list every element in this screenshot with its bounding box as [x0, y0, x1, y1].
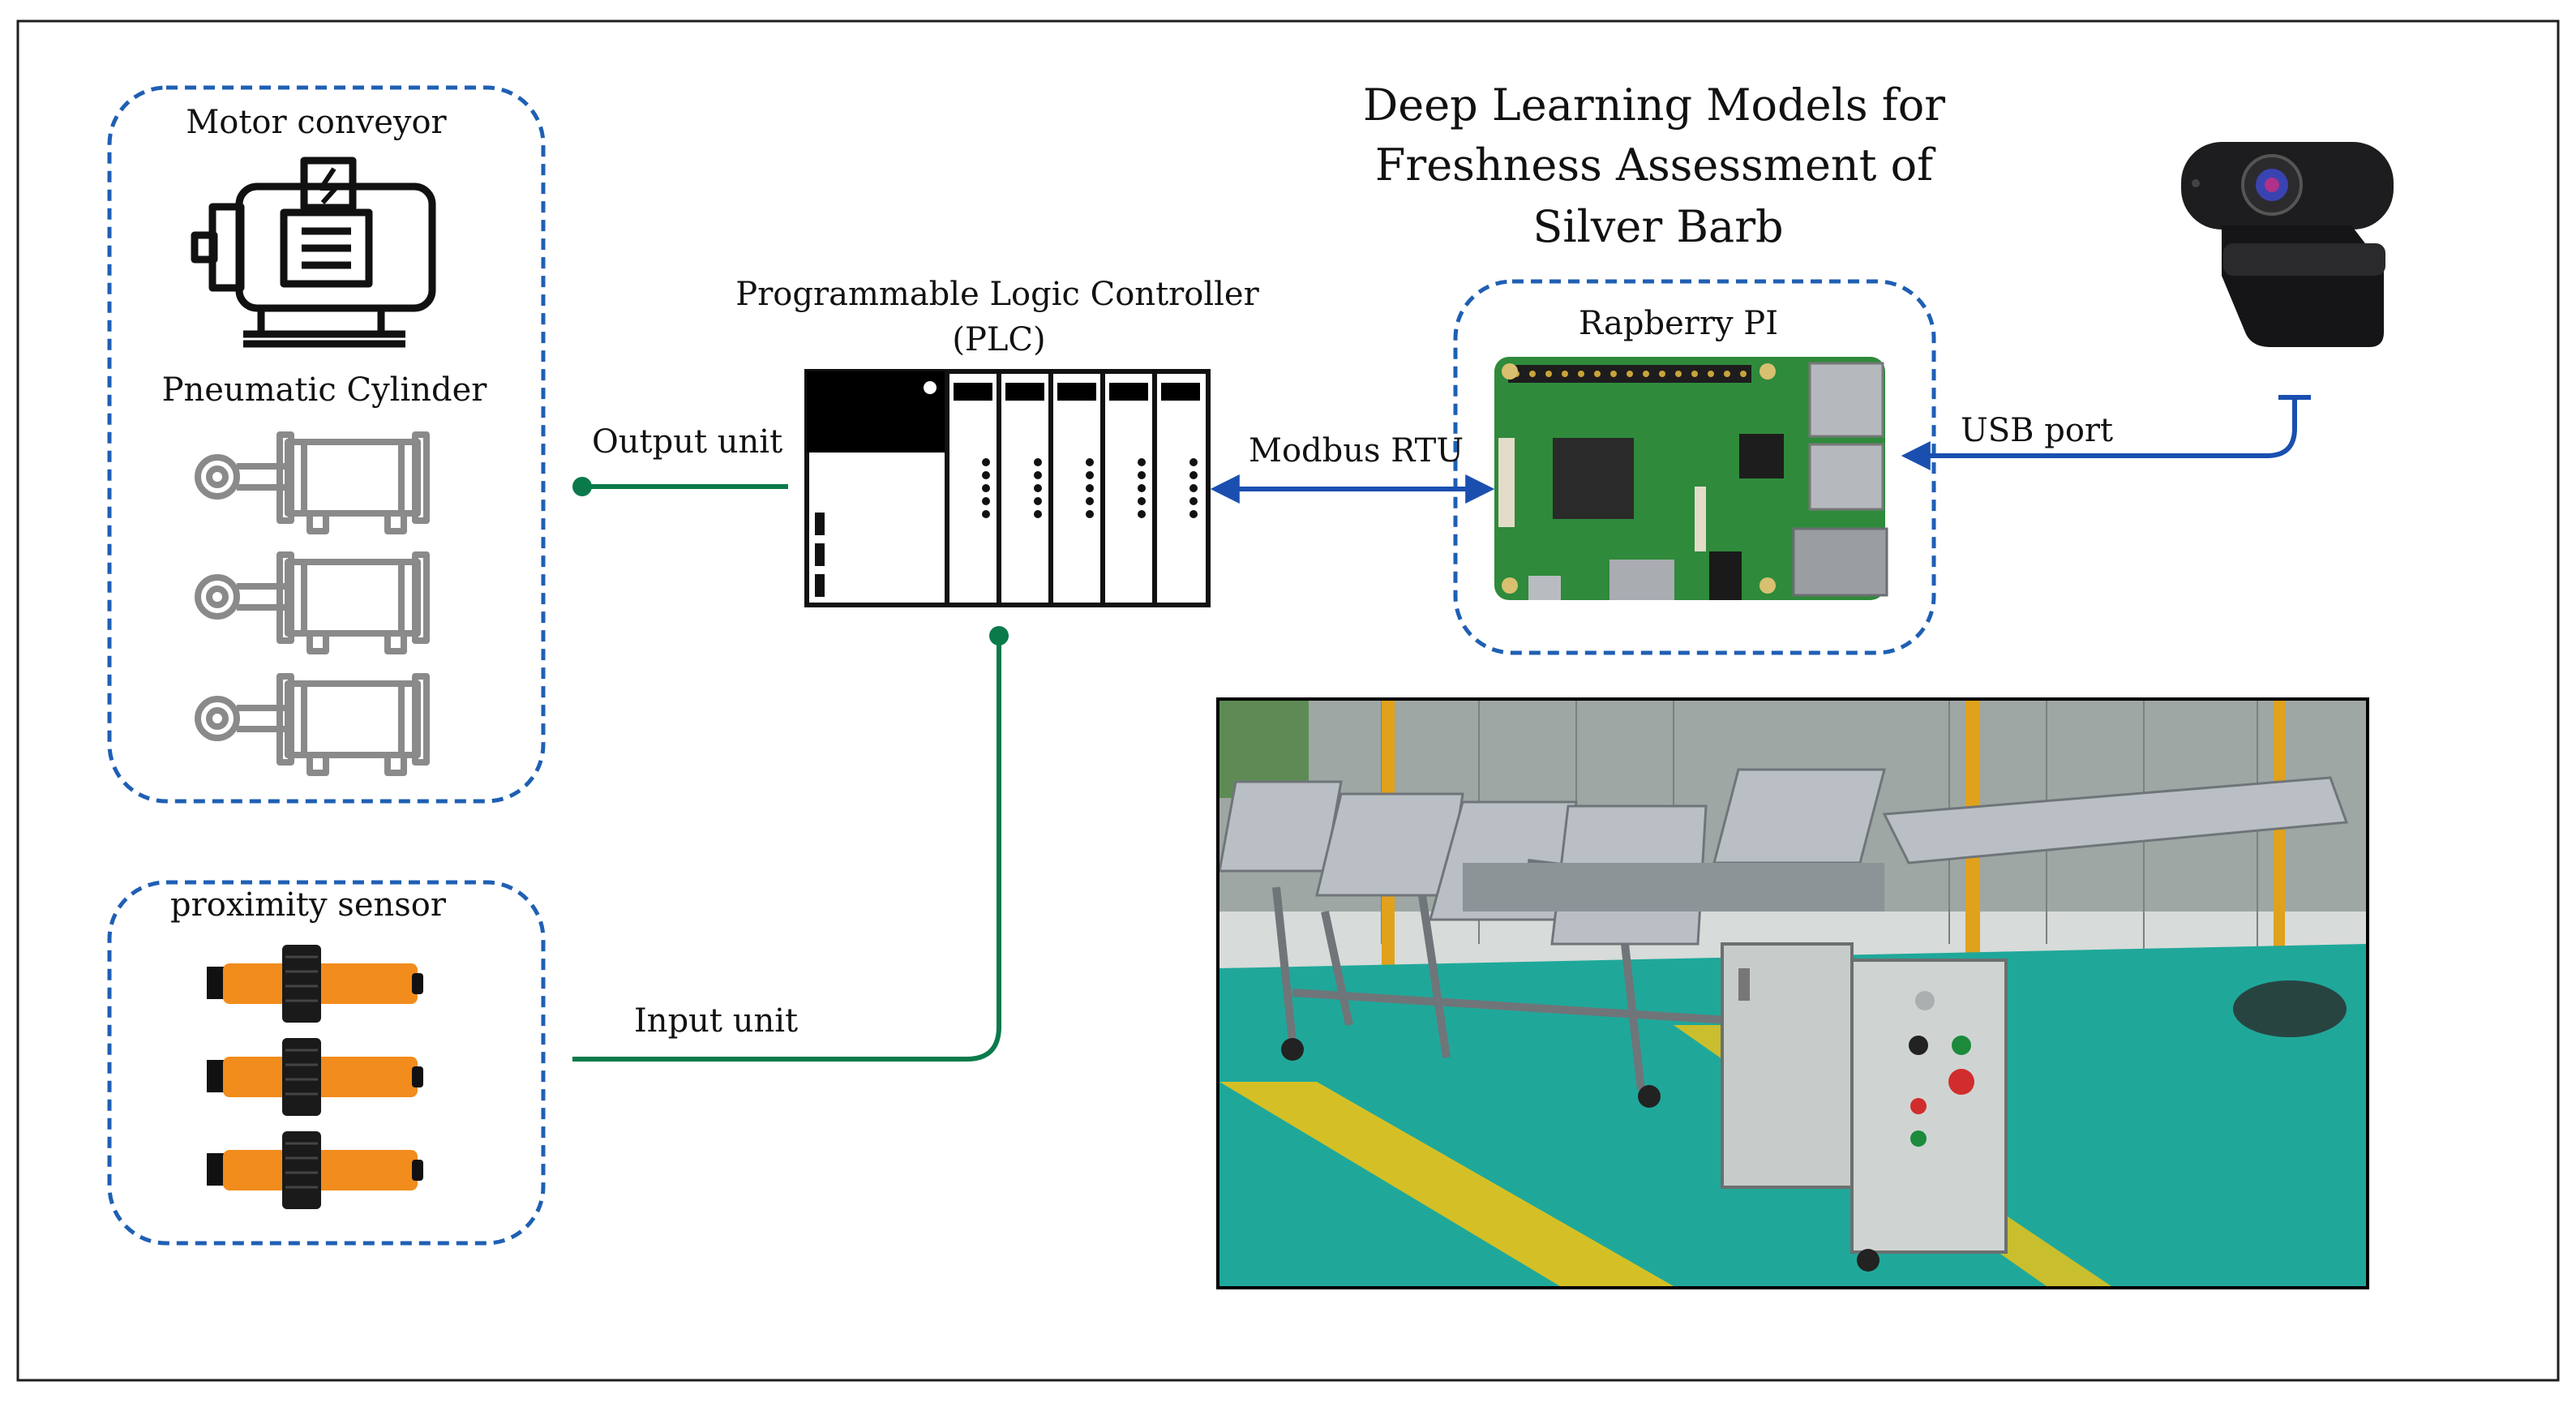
rpi-group-box — [1453, 279, 1936, 655]
output-connector — [572, 477, 788, 496]
rpi-label: Rapberry PI — [1578, 305, 1779, 342]
proximity-sensor-icon — [207, 945, 423, 1023]
proximity-sensor-label: proximity sensor — [170, 886, 446, 924]
usb-arrow — [1901, 399, 2297, 470]
plc-rack-icon — [804, 369, 1211, 607]
machine-photo — [1216, 697, 2369, 1289]
diagram-title-line3: Silver Barb — [1532, 201, 1784, 252]
usb-port-label: USB port — [1961, 412, 2114, 449]
pneumatic-cylinder-label: Pneumatic Cylinder — [161, 371, 487, 409]
proximity-sensor-icon — [205, 1130, 425, 1211]
pneumatic-cylinder-icon — [198, 555, 426, 651]
output-unit-label: Output unit — [592, 423, 783, 461]
motor-conveyor-label: Motor conveyor — [186, 104, 447, 141]
webcam-icon — [2181, 142, 2394, 347]
input-unit-label: Input unit — [634, 1002, 799, 1040]
diagram-title-line1: Deep Learning Models for — [1362, 79, 1946, 131]
plc-title-line2: (PLC) — [952, 321, 1046, 358]
plc-title-line1: Programmable Logic Controller — [735, 276, 1259, 313]
pneumatic-cylinder-icon — [195, 431, 430, 534]
sensor-group-box — [107, 880, 546, 1246]
raspberry-pi-board — [1494, 357, 1888, 600]
modbus-rtu-label: Modbus RTU — [1249, 432, 1464, 470]
proximity-sensor-icon — [205, 1036, 425, 1117]
outer-frame — [16, 19, 2560, 1382]
input-connector — [572, 626, 1009, 1062]
actuators-group-box — [107, 85, 546, 804]
electric-motor-icon — [191, 157, 436, 348]
pneumatic-cylinder-icon — [198, 676, 426, 773]
diagram-title-line2: Freshness Assessment of — [1374, 139, 1934, 191]
